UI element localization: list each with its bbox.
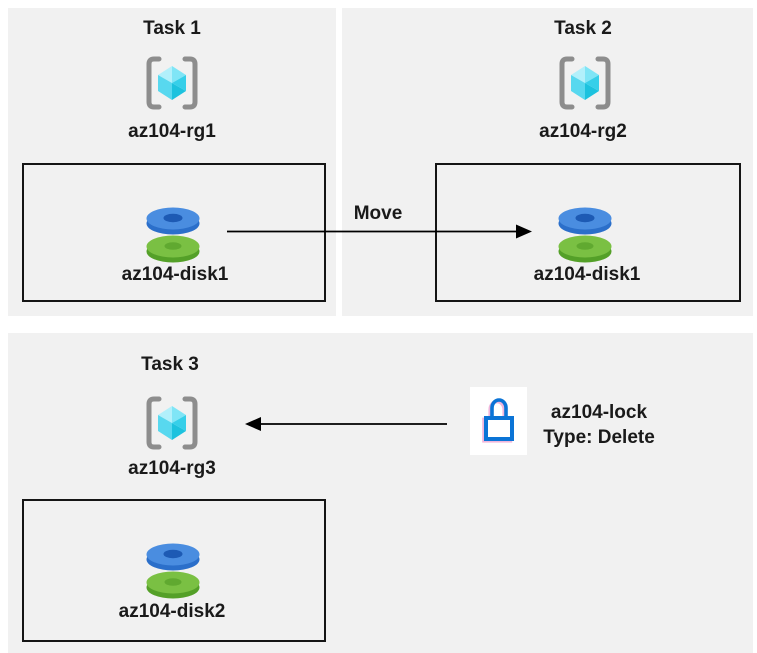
task3-title: Task 3 (141, 354, 199, 375)
task2-resource-group-label: az104-rg2 (539, 121, 627, 142)
task2-disk-box (435, 163, 741, 302)
disk-icon (556, 202, 614, 264)
lock-name-label: az104-lock (550, 402, 648, 423)
resource-group-icon (144, 394, 200, 452)
lock-icon-background (470, 387, 527, 455)
task2-panel (342, 8, 753, 316)
task1-resource-group-label: az104-rg1 (128, 121, 216, 142)
disk-icon (144, 538, 202, 600)
task1-disk-box (22, 163, 326, 302)
task2-title: Task 2 (554, 18, 612, 39)
lock-icon (481, 398, 514, 443)
lock-arrow (245, 417, 447, 431)
task3-disk-label: az104-disk2 (118, 601, 226, 622)
task3-panel (8, 333, 753, 653)
task2-disk-label: az104-disk1 (533, 264, 641, 285)
move-arrow-label: Move (353, 203, 403, 224)
resource-group-icon (144, 54, 200, 112)
task3-resource-group-label: az104-rg3 (128, 458, 216, 479)
move-arrow (227, 224, 532, 239)
lock-label-block: az104-lock Type: Delete (543, 400, 655, 450)
task1-disk-label: az104-disk1 (121, 264, 229, 285)
resource-group-icon (557, 54, 613, 112)
lock-type-label: Type: Delete (543, 427, 655, 448)
disk-icon (144, 202, 202, 264)
task3-disk-box (22, 499, 326, 642)
task1-panel (8, 8, 336, 316)
task1-title: Task 1 (143, 18, 201, 39)
